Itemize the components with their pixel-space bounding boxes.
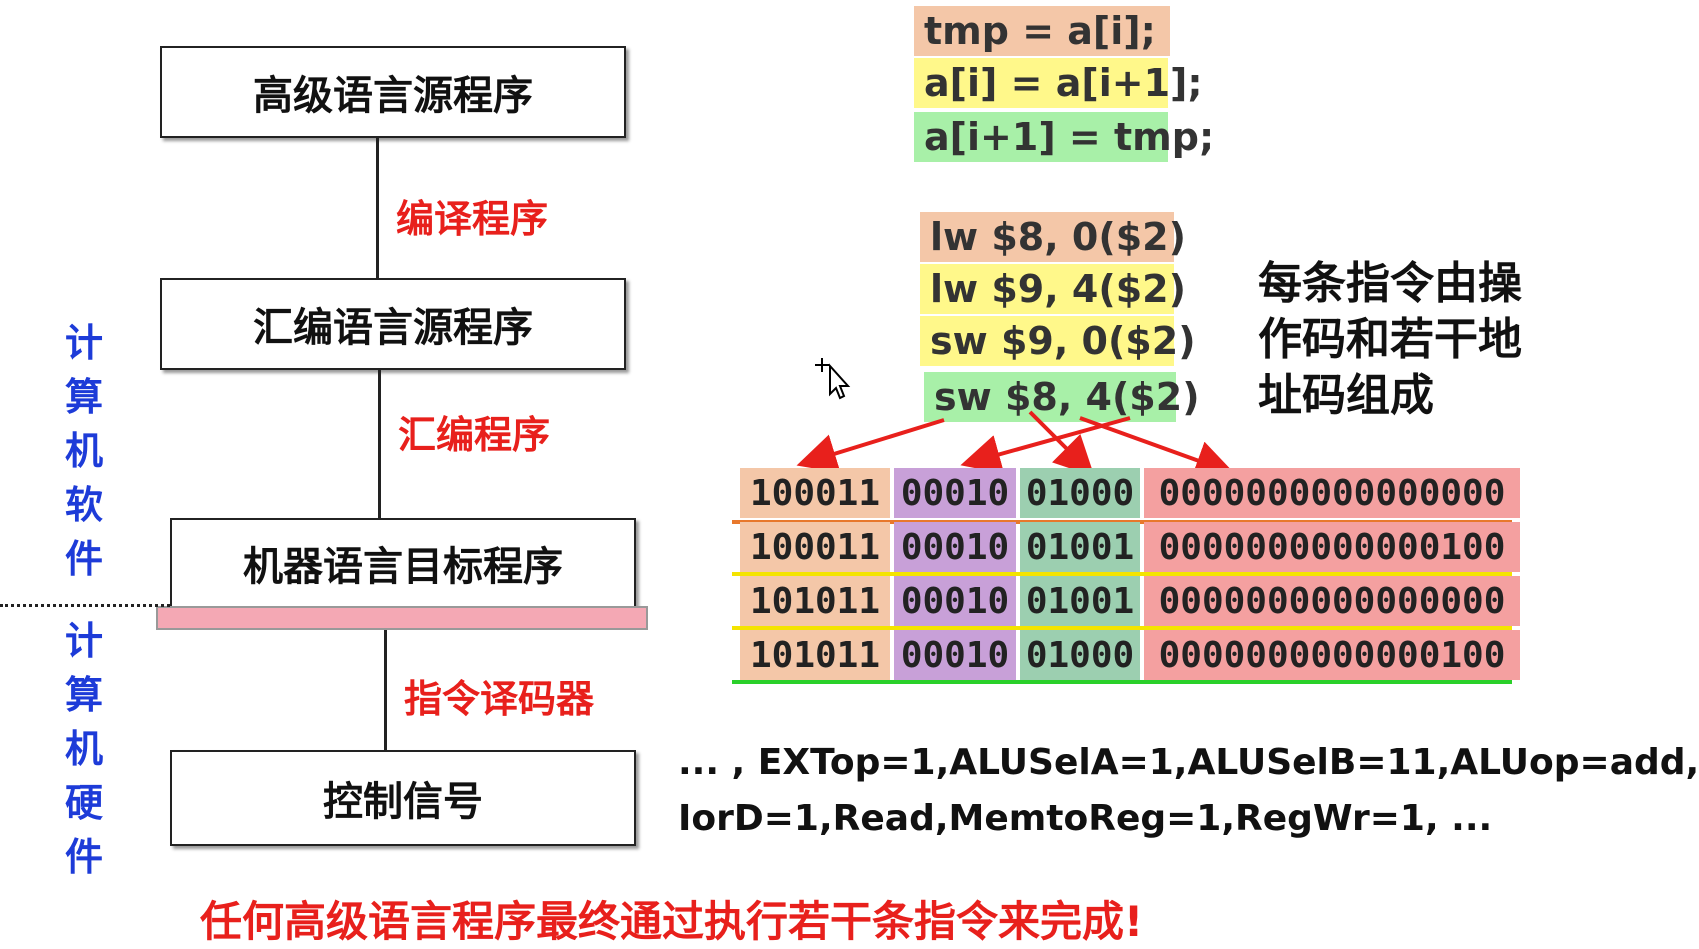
control-signal-box: 控制信号 [170, 750, 636, 846]
software-char: 算 [64, 375, 103, 419]
field-mapping-arrows [796, 410, 1236, 480]
machine-code-label: 机器语言目标程序 [243, 544, 563, 590]
hardware-software-interface-bar [156, 606, 648, 630]
opcode-field: 100011 [740, 468, 890, 518]
instruction-format-note: 每条指令由操 作码和若干地 址码组成 [1258, 256, 1558, 424]
high-level-source-box: 高级语言源程序 [160, 46, 626, 138]
software-char: 机 [64, 429, 103, 473]
high-level-code-line: a[i+1] = tmp; [914, 112, 1214, 162]
assembly-code-line: sw $8, 4($2) [924, 372, 1200, 422]
immediate-field: 0000000000000100 [1144, 630, 1520, 680]
note-line: 每条指令由操 [1258, 258, 1522, 309]
assembly-code-line: lw $8, 0($2) [920, 212, 1186, 262]
immediate-field: 0000000000000000 [1144, 468, 1520, 518]
control-signal-label: 控制信号 [323, 779, 483, 825]
high-level-code-line: tmp = a[i]; [914, 6, 1170, 56]
note-line: 作码和若干地 [1258, 314, 1522, 365]
software-char: 件 [64, 537, 103, 581]
opcode-field: 101011 [740, 576, 890, 626]
software-char: 软 [64, 483, 103, 527]
row-separator [732, 680, 1512, 684]
hardware-side-label: 计 算 机 硬 件 [62, 614, 106, 884]
assembly-source-box: 汇编语言源程序 [160, 278, 626, 370]
control-signals-line: IorD=1,Read,MemtoReg=1,RegWr=1, ... [678, 798, 1493, 839]
connector-line-2 [378, 370, 381, 518]
rt-field: 01000 [1020, 630, 1140, 680]
imm-arrow [1079, 416, 1236, 480]
rs-field: 00010 [894, 468, 1016, 518]
rs-field: 00010 [894, 576, 1016, 626]
hardware-char: 算 [64, 673, 103, 717]
conclusion-text: 任何高级语言程序最终通过执行若干条指令来完成! [200, 897, 1144, 946]
assembler-label: 汇编程序 [398, 413, 551, 457]
rt-field: 01001 [1020, 522, 1140, 572]
high-level-source-label: 高级语言源程序 [253, 73, 533, 119]
machine-code-row: 101011 00010 01000 0000000000000100 [740, 630, 1520, 680]
machine-code-row: 100011 00010 01000 0000000000000000 [740, 468, 1520, 518]
hardware-char: 件 [64, 835, 103, 879]
note-line: 址码组成 [1258, 370, 1434, 421]
hardware-char: 硬 [64, 781, 103, 825]
assembly-source-label: 汇编语言源程序 [253, 305, 533, 351]
opcode-arrow [796, 418, 945, 473]
rs-arrow [960, 416, 1131, 474]
assembly-code-line: sw $9, 0($2) [920, 316, 1196, 366]
control-signals-line: ... , EXTop=1,ALUSelA=1,ALUSelB=11,ALUop… [678, 742, 1699, 783]
rs-field: 00010 [894, 522, 1016, 572]
immediate-field: 0000000000000100 [1144, 522, 1520, 572]
rt-field: 01001 [1020, 576, 1140, 626]
software-hardware-divider [0, 604, 170, 607]
rt-field: 01000 [1020, 468, 1140, 518]
machine-code-row: 101011 00010 01001 0000000000000000 [740, 576, 1520, 626]
software-char: 计 [64, 321, 103, 365]
opcode-field: 101011 [740, 630, 890, 680]
machine-code-row: 100011 00010 01001 0000000000000100 [740, 522, 1520, 572]
instruction-decoder-label: 指令译码器 [404, 677, 595, 721]
compiler-label: 编译程序 [396, 197, 549, 241]
high-level-code-line: a[i] = a[i+1]; [914, 58, 1203, 108]
connector-line-3 [384, 630, 387, 750]
rs-field: 00010 [894, 630, 1016, 680]
machine-code-box: 机器语言目标程序 [170, 518, 636, 608]
row-separator [732, 572, 1512, 576]
hardware-char: 机 [64, 727, 103, 771]
connector-line-1 [376, 138, 379, 278]
opcode-field: 100011 [740, 522, 890, 572]
hardware-char: 计 [64, 619, 103, 663]
cursor-icon [815, 358, 851, 400]
rt-arrow [1028, 410, 1095, 477]
software-side-label: 计 算 机 软 件 [62, 316, 106, 586]
immediate-field: 0000000000000000 [1144, 576, 1520, 626]
row-separator [732, 626, 1512, 630]
assembly-code-line: lw $9, 4($2) [920, 264, 1186, 314]
